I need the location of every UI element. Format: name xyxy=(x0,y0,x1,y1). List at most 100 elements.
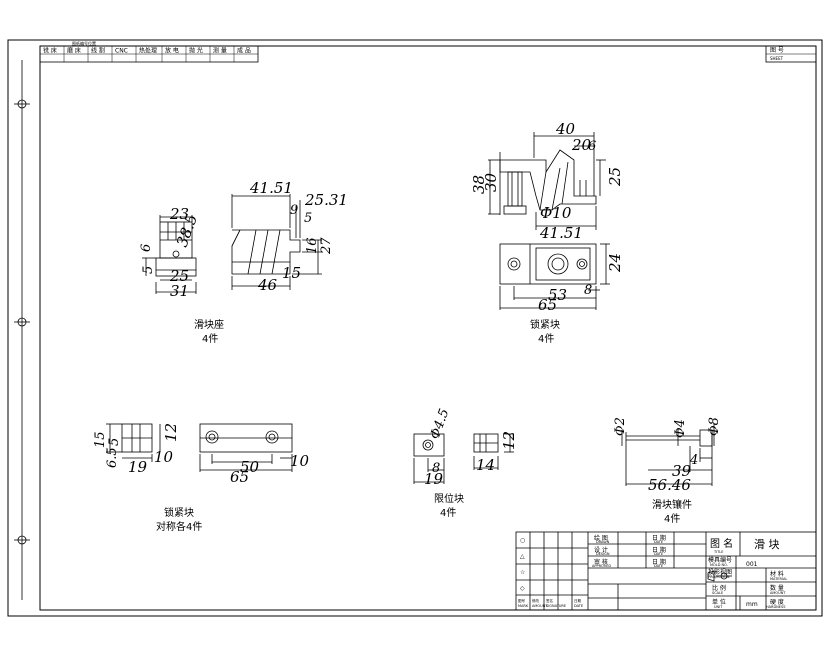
dim-5: 5 xyxy=(141,266,156,274)
dim-27: 27 xyxy=(319,237,334,255)
dim-25b: 25 xyxy=(606,167,624,187)
dim-6: 6 xyxy=(139,244,154,252)
rev-header-sign-en: SIGNATURE xyxy=(546,604,566,608)
rev-symbol-4: ◇ xyxy=(520,585,525,592)
part-slider-insert xyxy=(621,424,715,486)
part-locking-block-dims: 40 20 6 38 30 25 Φ10 41.51 24 8 53 65 xyxy=(470,120,624,314)
rev-header-amount-en: AMOUNT xyxy=(532,604,548,608)
drawing-title: 滑 块 xyxy=(754,538,780,551)
rev-header-amount: 修改 xyxy=(532,598,540,603)
dim-46: 46 xyxy=(257,276,278,294)
part-qty-slider-seat: 4件 xyxy=(202,333,218,345)
title-label: 图 名 xyxy=(710,537,733,550)
material-label-en: MATERIAL xyxy=(770,577,787,581)
part-name-slider-seat: 滑块座 xyxy=(194,318,224,331)
dim-31: 31 xyxy=(170,282,189,300)
header-cell-label: 成 品 xyxy=(237,47,251,55)
scale-label: 比 例 xyxy=(712,584,726,592)
header-cell-label: 磨 床 xyxy=(67,47,81,55)
drawn-label-en: DRAWN xyxy=(596,540,610,544)
dim-53: 53 xyxy=(548,286,567,304)
rev-symbol-2: △ xyxy=(520,553,525,560)
approved-date-en: DATE xyxy=(654,564,663,568)
design-date-en: DATE xyxy=(654,552,663,556)
mold-no-label: 模具编号 xyxy=(708,556,732,564)
amount-label: 数 量 xyxy=(770,584,784,592)
dim-12b: 12 xyxy=(500,431,518,450)
part-qty-stop-block: 4件 xyxy=(440,507,456,519)
dim-30: 30 xyxy=(482,172,500,192)
margin-marks xyxy=(14,60,30,600)
drawn-label: 绘 图 xyxy=(594,534,608,542)
rev-header-mark-en: MARK xyxy=(518,604,529,608)
rev-symbol-3: ☆ xyxy=(520,569,525,576)
dim-10b: 10 xyxy=(290,452,310,470)
approved-label: 审 核 xyxy=(594,558,608,566)
dim-56-46: 56.46 xyxy=(648,476,691,494)
dim-41-51: 41.51 xyxy=(249,179,293,197)
part-slider-seat xyxy=(142,194,322,294)
dim-65: 65 xyxy=(538,296,557,314)
mold-no-value: 001 xyxy=(746,561,758,568)
dim-23: 23 xyxy=(169,205,189,223)
part-stop-block xyxy=(413,433,514,484)
dim-6-5: 6.5 xyxy=(105,447,120,468)
part-slider-seat-dims: 23 38.5 6 5 25 31 41.51 25.31 9 5 16 27 … xyxy=(139,179,348,300)
dim-phi4: Φ4 xyxy=(673,419,688,438)
part-name-locking-block: 锁紧块 xyxy=(530,318,560,331)
drawn-date-label: 日 期 xyxy=(652,534,666,542)
dim-24: 24 xyxy=(606,253,624,273)
dim-20: 20 xyxy=(571,136,592,154)
part-lock-block-pair xyxy=(106,423,293,472)
unit-label: 单 位 xyxy=(712,598,726,606)
part-qty-slider-insert: 4件 xyxy=(664,513,680,525)
dim-12: 12 xyxy=(162,423,180,442)
rev-header-date: 日期 xyxy=(574,598,582,603)
dim-phi8: Φ8 xyxy=(707,417,722,436)
header-small-label: 图纸编号位置 xyxy=(72,40,96,46)
part-name-stop-block: 限位块 xyxy=(434,492,464,505)
header-cell-label: 线 割 xyxy=(91,47,105,55)
inner-border xyxy=(39,45,817,611)
title-block: ○ △ ☆ ◇ 图号 修改 签名 日期 MARK AMOUNT SIGNATUR… xyxy=(515,531,817,611)
dim-6b: 6 xyxy=(588,139,596,154)
material-label: 材 料 xyxy=(770,570,784,578)
dim-41-51b: 41.51 xyxy=(539,224,583,242)
drawn-date-en: DATE xyxy=(654,540,663,544)
rev-header-date-en: DATE xyxy=(574,604,583,608)
hardness-label: 硬 度 xyxy=(770,598,784,606)
dim-39: 39 xyxy=(672,462,692,480)
dim-38: 38 xyxy=(470,175,488,194)
title-label-en: TITLE xyxy=(713,550,723,554)
approved-label-en: APPROVED xyxy=(592,564,611,568)
dim-25: 25 xyxy=(169,267,189,285)
header-cell-label: 测 量 xyxy=(213,47,227,55)
part-stop-block-dims: Φ4.5 8 19 12 14 xyxy=(424,407,518,488)
projection-label-en: PROJECTION xyxy=(708,575,730,579)
design-label-en: DESIGN xyxy=(596,552,610,556)
sheet-sub-label: SHEET xyxy=(770,56,784,61)
dim-15: 15 xyxy=(282,264,301,282)
rev-symbol-1: ○ xyxy=(520,537,525,544)
dim-5c: 5 xyxy=(107,438,122,446)
unit-value: mm xyxy=(746,601,758,608)
projection-label: 投影视图 xyxy=(708,568,732,576)
header-cell-label: 抛 光 xyxy=(189,47,203,55)
dim-phi4-5: Φ4.5 xyxy=(428,407,453,442)
part-qty-lock-block-pair: 对称各4件 xyxy=(156,520,202,533)
part-slider-insert-dims: Φ2 Φ4 Φ8 4 39 56.46 xyxy=(613,417,722,494)
dim-15b: 15 xyxy=(93,431,108,448)
dim-5b: 5 xyxy=(304,211,312,226)
dim-8b: 8 xyxy=(432,461,440,476)
sheet-label: 图 号 xyxy=(770,47,784,54)
header-cell-label: CNC xyxy=(115,48,128,55)
rev-header-sign: 签名 xyxy=(546,598,553,603)
dim-40: 40 xyxy=(555,120,576,138)
header-cell-label: 热处理 xyxy=(139,47,157,55)
mold-no-label-en: MOLD NO. xyxy=(710,563,728,567)
design-label: 设 计 xyxy=(594,546,608,554)
part-locking-block xyxy=(488,132,610,310)
part-lock-block-pair-dims: 15 5 6.5 19 10 12 65 50 10 xyxy=(93,423,310,486)
